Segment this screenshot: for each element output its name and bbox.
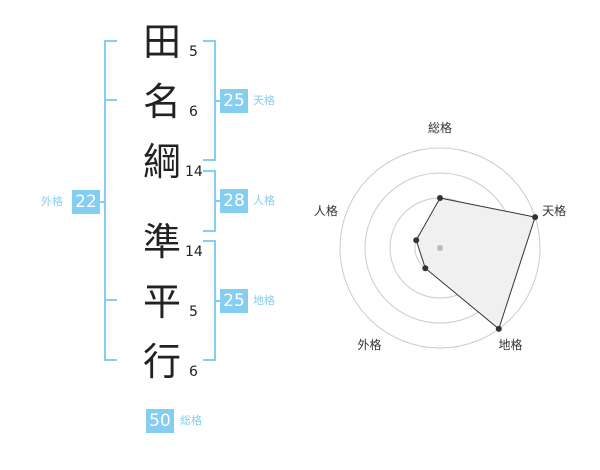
stroke-count-2: 6 (189, 104, 198, 120)
radar-point-3 (422, 265, 429, 272)
tenkaku-value-badge: 25 (220, 89, 248, 113)
jinkaku-label: 人格 (253, 194, 275, 207)
radar-center-dot (437, 245, 443, 251)
radar-axis-label-0: 総格 (428, 120, 452, 135)
stroke-count-6: 6 (189, 364, 198, 380)
stroke-count-1: 5 (189, 44, 198, 60)
radar-axis-label-3: 外格 (357, 337, 381, 352)
radar-point-4 (413, 237, 420, 244)
name-char-5: 平 (143, 280, 182, 324)
soukaku-value-badge: 50 (146, 409, 174, 433)
gaikaku-label: 外格 (41, 195, 63, 208)
name-char-4: 準 (143, 220, 182, 264)
radar-point-2 (495, 325, 502, 332)
chikaku-label: 地格 (253, 294, 275, 307)
radar-series-area (415, 197, 536, 330)
name-char-2: 名 (143, 80, 182, 124)
gaikaku-value-badge: 22 (72, 190, 100, 214)
stroke-count-5: 5 (189, 304, 198, 320)
stroke-count-3: 14 (185, 164, 203, 180)
chikaku-value-badge: 25 (220, 289, 248, 313)
radar-point-0 (437, 195, 443, 201)
radar-point-1 (532, 214, 539, 221)
soukaku-label: 総格 (180, 414, 202, 427)
radar-ring (339, 147, 541, 349)
name-char-1: 田 (143, 20, 182, 64)
radar-axis-label-2: 地格 (499, 337, 523, 352)
name-char-6: 行 (143, 340, 182, 384)
name-char-3: 綱 (143, 140, 182, 184)
jinkaku-value-badge: 28 (220, 189, 248, 213)
tenkaku-label: 天格 (253, 94, 275, 107)
radar-axis-label-4: 人格 (314, 203, 338, 218)
stroke-count-4: 14 (185, 244, 203, 260)
radar-axis-label-1: 天格 (542, 203, 566, 218)
